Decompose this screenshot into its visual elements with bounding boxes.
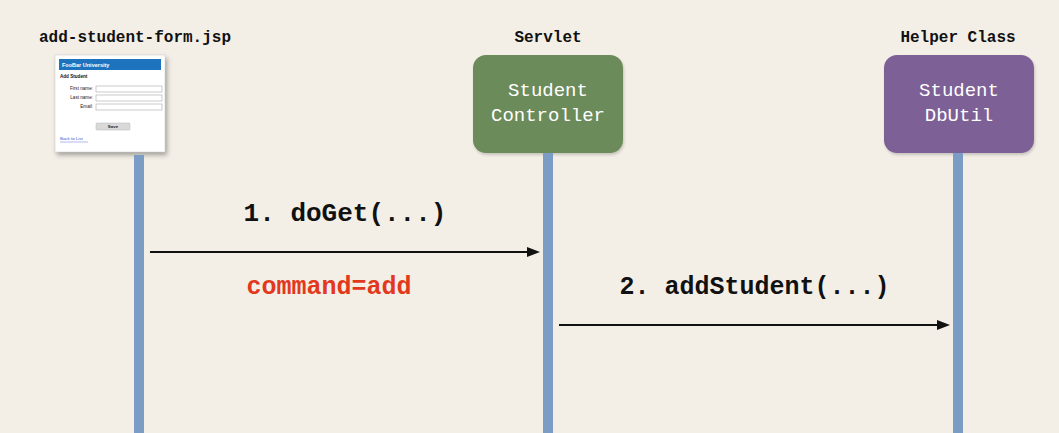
back-link: Back to List (60, 137, 83, 142)
thumbnail-card (55, 55, 165, 152)
arrow-shaft (559, 324, 937, 326)
input-field (96, 104, 162, 110)
field-label: Last name: (70, 95, 93, 100)
field-label: Email: (80, 104, 93, 109)
box-label: Student DbUtil (884, 79, 1034, 128)
command-parameter: command=add (246, 274, 411, 302)
box-label: Student Controller (473, 79, 623, 128)
form-site-title: FooBar University (62, 61, 109, 67)
input-field (96, 95, 162, 101)
arrowhead (937, 320, 950, 330)
message-arrow (150, 247, 540, 257)
link-underline (60, 142, 88, 143)
save-button (96, 123, 130, 130)
form-heading: Add Student (60, 74, 87, 79)
arrowhead (527, 247, 540, 257)
helper-class-box: Helper ClassStudent DbUtil (884, 55, 1034, 153)
lifeline-bar (134, 155, 144, 433)
arrow-shaft (150, 251, 527, 253)
message-arrow (559, 320, 950, 330)
lifeline-heading: Helper Class (900, 29, 1015, 47)
lifeline-bar (543, 153, 553, 433)
lifeline-bar (953, 153, 963, 433)
field-label: First name: (70, 86, 93, 91)
lifeline-heading: add-student-form.jsp (39, 29, 231, 47)
message-label: 1. doGet(...) (244, 200, 447, 229)
button-label: Save (108, 124, 118, 129)
thumbnail-header-bar (59, 59, 161, 70)
lifeline-heading: Servlet (514, 29, 581, 47)
input-field (96, 86, 162, 92)
message-label: 2. addStudent(...) (619, 274, 889, 302)
servlet-box: ServletStudent Controller (473, 55, 623, 153)
